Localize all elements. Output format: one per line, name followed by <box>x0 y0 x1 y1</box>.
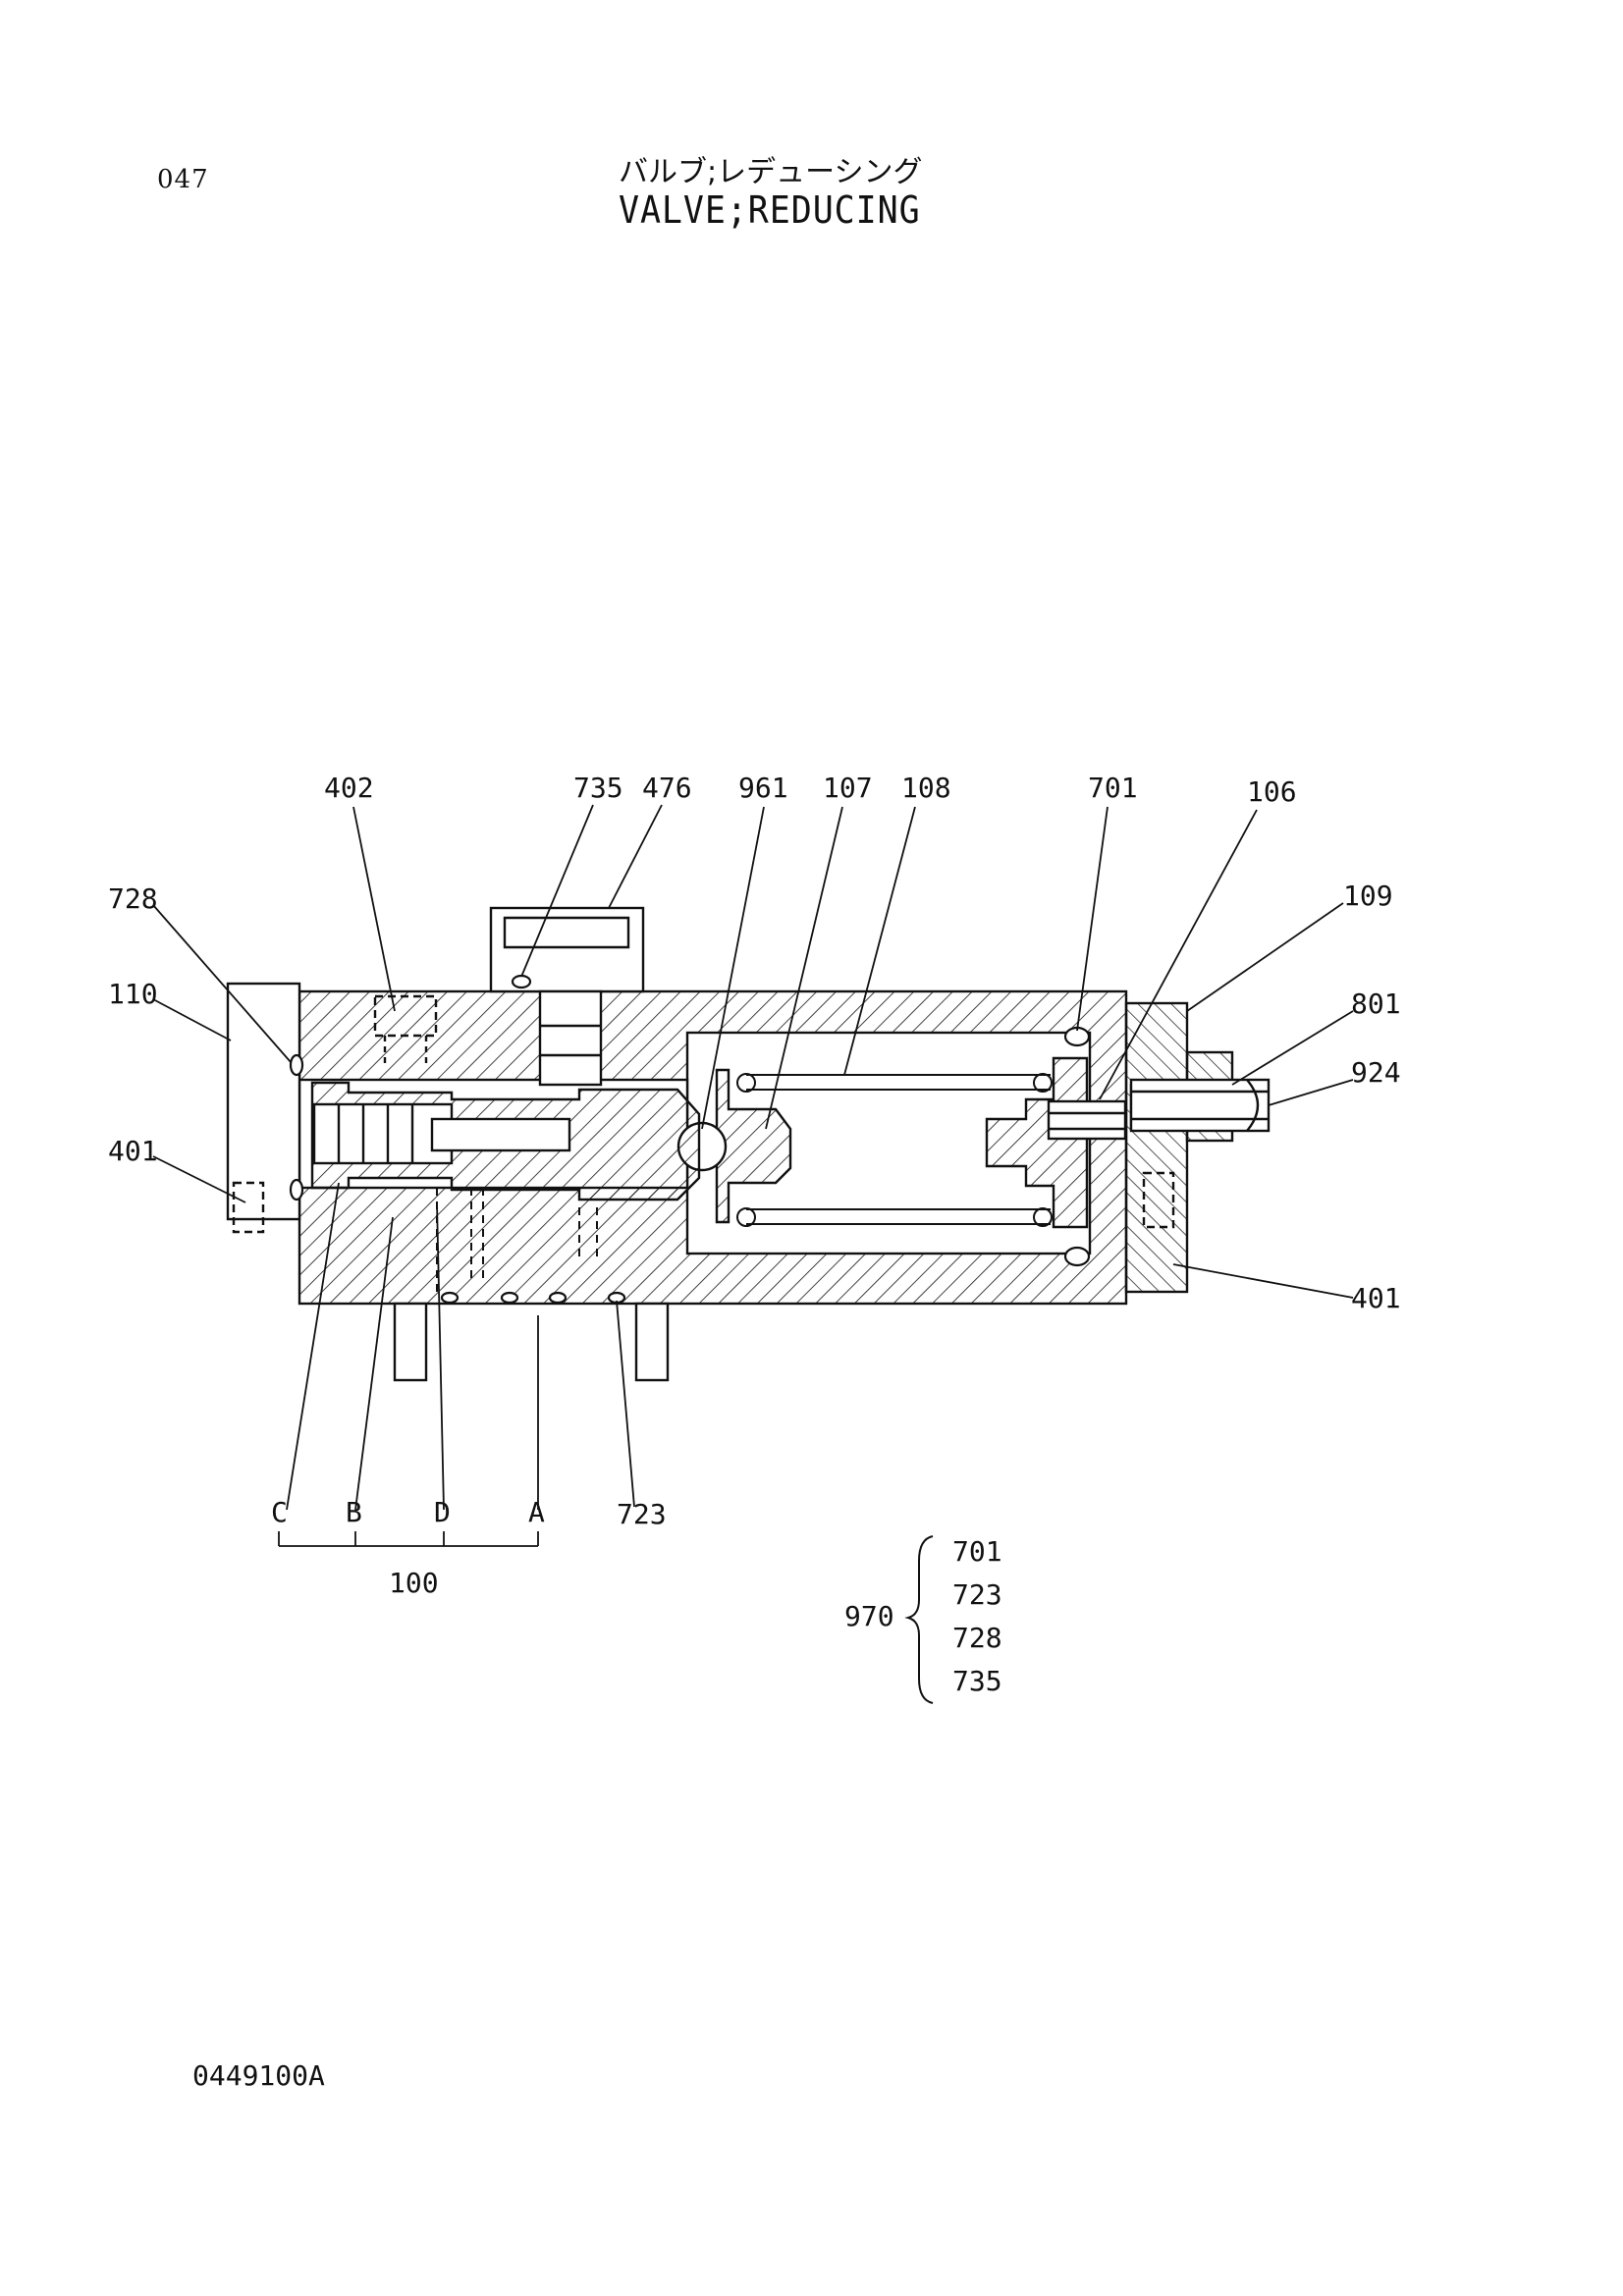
callout-108: 108 <box>901 772 951 804</box>
callout-109: 109 <box>1343 880 1393 912</box>
end-cap-109 <box>1124 1001 1189 1294</box>
page-number: 047 <box>157 165 209 194</box>
spring-108 <box>736 1073 1053 1227</box>
seal-kit-number: 970 <box>844 1600 894 1632</box>
callout-107: 107 <box>823 772 873 804</box>
mounting-pins <box>393 1302 670 1382</box>
callout-401-left: 401 <box>108 1135 158 1167</box>
spring-seat-107 <box>715 1068 792 1224</box>
plug-110 <box>226 982 301 1221</box>
port-label-c: C <box>271 1496 288 1528</box>
port-label-a: A <box>528 1496 545 1528</box>
port-label-d: D <box>434 1496 451 1528</box>
drawing-code: 0449100A <box>192 2059 325 2092</box>
callout-110: 110 <box>108 978 158 1010</box>
callout-402: 402 <box>324 772 374 804</box>
callout-401-right: 401 <box>1351 1282 1401 1314</box>
callout-924: 924 <box>1351 1056 1401 1089</box>
port-group-label: 100 <box>389 1567 439 1599</box>
callout-106: 106 <box>1247 775 1297 808</box>
seal-kit-brace <box>904 1535 934 1704</box>
seal-kit-item: 728 <box>952 1622 1002 1654</box>
callout-701: 701 <box>1088 772 1138 804</box>
callout-735: 735 <box>573 772 623 804</box>
callout-801: 801 <box>1351 988 1401 1020</box>
o-rings <box>289 974 1091 1305</box>
callout-723: 723 <box>617 1498 667 1530</box>
seal-kit-item: 701 <box>952 1535 1002 1568</box>
plug-401-right <box>1142 1171 1175 1229</box>
port-label-b: B <box>346 1496 362 1528</box>
callout-476: 476 <box>642 772 692 804</box>
plug-401-left <box>232 1181 265 1234</box>
plug-402 <box>373 994 438 1038</box>
seal-kit-item: 735 <box>952 1665 1002 1697</box>
callout-961: 961 <box>738 772 788 804</box>
seal-kit-item: 723 <box>952 1578 1002 1611</box>
spring-seat-106 <box>985 1056 1127 1229</box>
callout-728: 728 <box>108 882 158 915</box>
spool <box>310 1081 701 1201</box>
adjusting-screw-924 <box>1129 1050 1271 1143</box>
leader-lines <box>152 804 1354 1511</box>
port-group-bracket <box>278 1531 539 1547</box>
title-japanese: バルブ;レデューシング <box>619 155 923 189</box>
title-english: VALVE;REDUCING <box>619 188 921 232</box>
